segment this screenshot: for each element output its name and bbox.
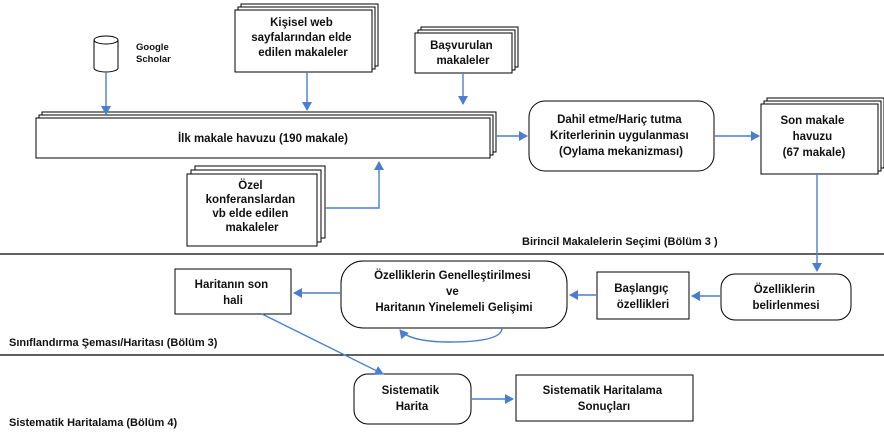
- final-pool-box: [760, 97, 884, 175]
- generalization-box: [340, 260, 568, 329]
- initial-features-box: [596, 271, 690, 320]
- database-icon: [93, 35, 119, 73]
- section-systematic-mapping: Sistematik Haritalama (Bölüm 4): [9, 417, 177, 429]
- generalization-label: Özelliklerin Genelleştirilmesi ve Harita…: [374, 269, 534, 314]
- personal-web-box: [234, 3, 379, 73]
- final-map-label: Haritanın son hali: [195, 279, 272, 307]
- personal-web-label: Kişisel web sayfalarından elde edilen ma…: [251, 17, 355, 59]
- final-pool-label: Son makale havuzu (67 makale): [780, 115, 847, 159]
- referenced-articles-box: [414, 26, 519, 74]
- initial-pool-box: [35, 111, 497, 159]
- criteria-label: Dahil etme/Hariç tutma Kriterlerinin uyg…: [550, 114, 692, 158]
- feature-identification-label: Özelliklerin belirlenmesi: [752, 283, 819, 312]
- section-primary-selection: Birincil Makalelerin Seçimi (Bölüm 3 ): [522, 236, 718, 248]
- conference-articles-label: Özel konferanslardan vb elde edilen maka…: [206, 179, 299, 234]
- systematic-map-box: [353, 373, 472, 425]
- feature-identification-box: [720, 273, 852, 321]
- arrow-iteration-loop: [399, 327, 503, 343]
- section-classification: Sınıflandırma Şeması/Haritası (Bölüm 3): [9, 337, 218, 349]
- initial-pool-label: İlk makale havuzu (190 makale): [178, 132, 348, 145]
- mapping-results-label: Sistematik Haritalama Sonuçları: [543, 385, 666, 413]
- initial-features-label: Başlangıç özellikleri: [614, 283, 672, 311]
- systematic-map-label: Sistematik Harita: [382, 385, 443, 413]
- arrow-final-map-to-systematic-map: [261, 313, 384, 375]
- mapping-results-box: [515, 374, 694, 422]
- criteria-box: [528, 100, 715, 172]
- referenced-articles-label: Başvurulan makaleler: [430, 40, 496, 67]
- final-map-box: [174, 268, 292, 315]
- arrow-conferences-to-pool: [325, 161, 384, 209]
- conference-articles-box: [186, 165, 326, 247]
- google-scholar-label: Google Scholar: [136, 42, 171, 65]
